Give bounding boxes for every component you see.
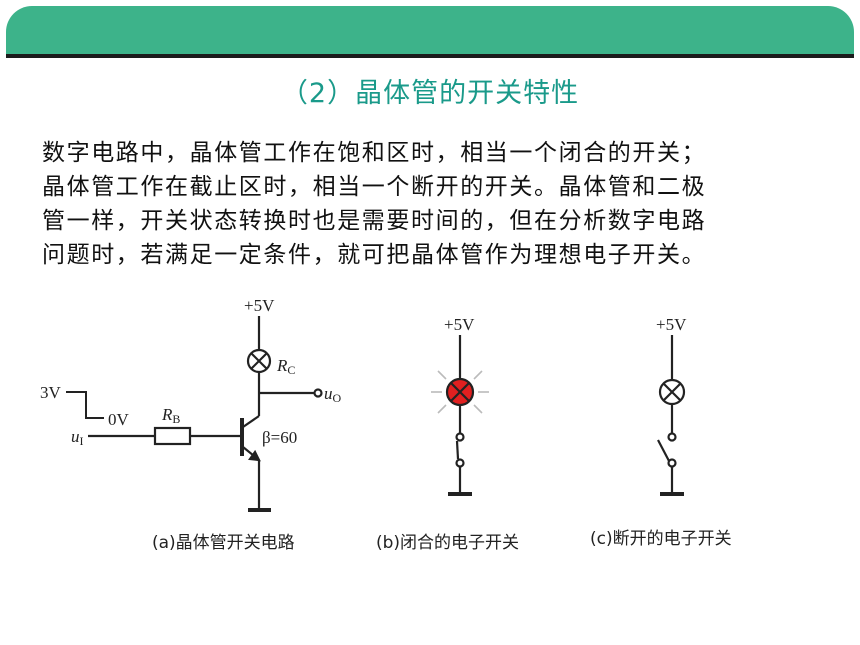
switch-b-bottom-terminal [455, 458, 465, 468]
lamp-off-cross-2 [662, 382, 682, 402]
paragraph-line-3: 管一样，开关状态转换时也是需要时间的，但在分析数字电路 [42, 208, 707, 234]
lamp-glow-icon [431, 370, 489, 414]
emitter-arrow-icon [248, 449, 261, 462]
rb-label: RB [161, 405, 180, 426]
header-divider [6, 54, 854, 58]
closed-switch-blade-icon [455, 440, 460, 460]
lamp-on-cross-2 [450, 382, 470, 402]
switch-b-top-terminal [455, 432, 465, 442]
open-switch-blade-icon [657, 439, 670, 462]
figure-a-labels: +5V RC uO 3V 0V uI RB β=60 (a)晶体管开关电路 [40, 296, 342, 553]
figure-a-transistor-circuit [66, 316, 323, 512]
input-low-label: 0V [108, 410, 130, 429]
resistor-rb-icon [153, 426, 192, 446]
slide-title: （2）晶体管的开关特性 [280, 78, 580, 109]
paragraph-line-1: 数字电路中，晶体管工作在饱和区时，相当一个闭合的开关； [42, 140, 707, 166]
vcc-a-label: +5V [244, 296, 275, 315]
switch-c-top-terminal [667, 432, 677, 442]
figure-c-caption: (c)断开的电子开关 [590, 529, 732, 549]
paragraph-line-2: 晶体管工作在截止区时，相当一个断开的开关。晶体管和二极 [42, 174, 707, 200]
figure-c-open-switch [657, 335, 686, 496]
input-pulse-icon [66, 391, 104, 419]
paragraph-line-4: 问题时，若满足一定条件，就可把晶体管作为理想电子开关。 [42, 242, 707, 268]
vcc-b-label: +5V [444, 315, 475, 334]
transistor-collector [242, 415, 260, 428]
header-banner [6, 6, 854, 54]
output-terminal [313, 388, 323, 398]
input-high-label: 3V [40, 383, 62, 402]
figure-b-caption: (b)闭合的电子开关 [376, 533, 519, 553]
slide-paragraph: 数字电路中，晶体管工作在饱和区时，相当一个闭合的开关； 晶体管工作在截止区时，相… [42, 136, 832, 272]
output-label: uO [324, 384, 342, 405]
rc-label: RC [276, 356, 295, 377]
input-label: uI [71, 427, 84, 448]
vcc-c-label: +5V [656, 315, 687, 334]
figure-a-caption: (a)晶体管开关电路 [152, 533, 295, 553]
switch-c-bottom-terminal [667, 458, 677, 468]
beta-label: β=60 [262, 428, 297, 447]
lamp-rc-cross-2 [250, 352, 268, 370]
figure-b-closed-switch [431, 335, 489, 496]
